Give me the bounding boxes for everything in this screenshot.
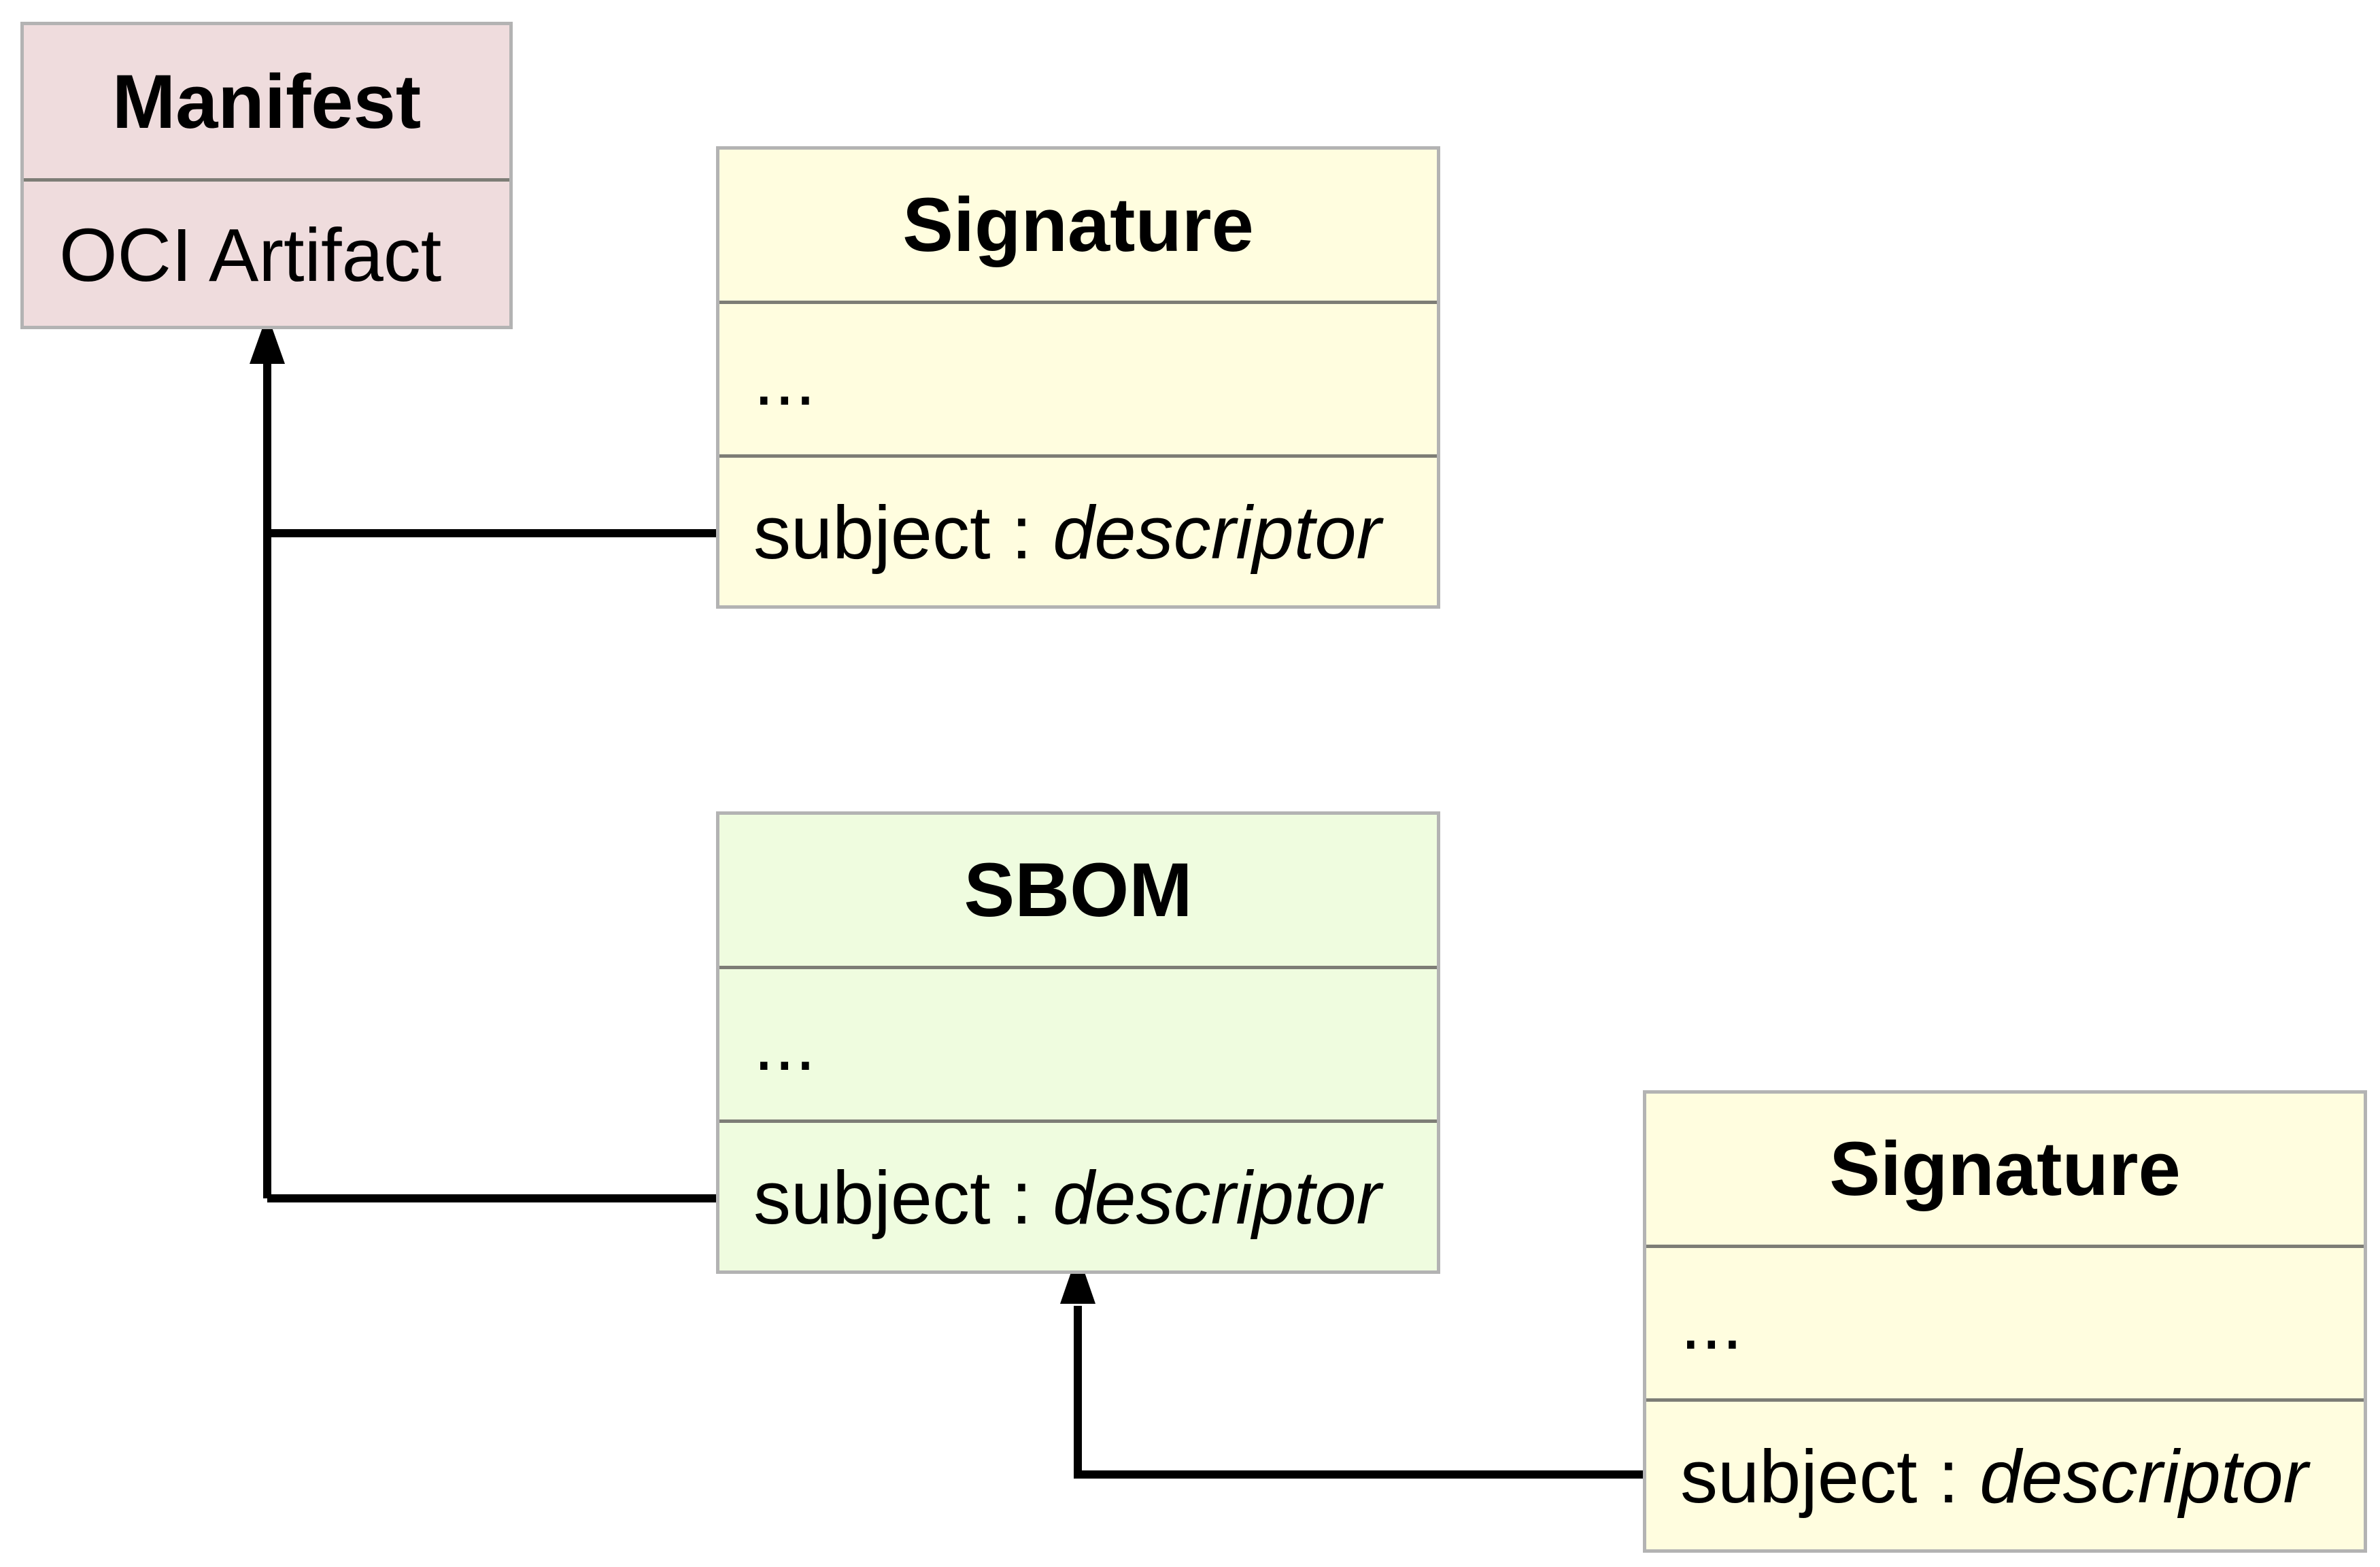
manifest-title-compartment: Manifest xyxy=(24,25,509,178)
subject-attr-name: subject : xyxy=(753,491,1053,575)
signature-ellipsis-compartment: ... xyxy=(1646,1248,2364,1398)
signature-subject-compartment: subject : descriptor xyxy=(719,458,1437,609)
signature-title-compartment: Signature xyxy=(1646,1094,2364,1245)
sbom-title: SBOM xyxy=(964,847,1193,932)
subject-attr-type: descriptor xyxy=(1979,1435,2309,1519)
signature-title: Signature xyxy=(1829,1126,2181,1211)
sbom-class-box: SBOM ... subject : descriptor xyxy=(716,811,1440,1274)
arrowhead-to-manifest xyxy=(250,314,285,364)
signature-ellipsis-compartment: ... xyxy=(719,304,1437,454)
signature-title-compartment: Signature xyxy=(719,150,1437,301)
manifest-class-box: Manifest OCI Artifact xyxy=(20,22,513,329)
ellipsis: ... xyxy=(753,1002,816,1086)
manifest-title: Manifest xyxy=(112,58,422,144)
ellipsis: ... xyxy=(1680,1281,1743,1365)
manifest-attribute: OCI Artifact xyxy=(59,213,442,297)
subject-attr-name: subject : xyxy=(1680,1435,1980,1519)
signature-title: Signature xyxy=(902,182,1254,267)
divider xyxy=(1646,1398,2364,1402)
signature-subject-compartment: subject : descriptor xyxy=(1646,1402,2364,1553)
ellipsis: ... xyxy=(753,337,816,421)
divider xyxy=(719,301,1437,304)
divider xyxy=(719,966,1437,969)
subject-attribute: subject : descriptor xyxy=(1680,1440,2308,1515)
subject-attr-name: subject : xyxy=(753,1156,1053,1240)
subject-attr-type: descriptor xyxy=(1053,1156,1382,1240)
subject-attribute: subject : descriptor xyxy=(753,1161,1381,1236)
sbom-title-compartment: SBOM xyxy=(719,815,1437,966)
sbom-ellipsis-compartment: ... xyxy=(719,969,1437,1119)
divider xyxy=(24,178,509,182)
subject-attr-type: descriptor xyxy=(1053,491,1382,575)
divider xyxy=(719,454,1437,458)
divider xyxy=(1646,1245,2364,1248)
arrowhead-to-sbom xyxy=(1060,1253,1095,1304)
signature-class-box: Signature ... subject : descriptor xyxy=(716,146,1440,609)
sbom-subject-compartment: subject : descriptor xyxy=(719,1123,1437,1274)
signature-class-box: Signature ... subject : descriptor xyxy=(1643,1090,2367,1553)
subject-attribute: subject : descriptor xyxy=(753,496,1381,571)
divider xyxy=(719,1119,1437,1123)
manifest-attribute-compartment: OCI Artifact xyxy=(24,182,509,329)
